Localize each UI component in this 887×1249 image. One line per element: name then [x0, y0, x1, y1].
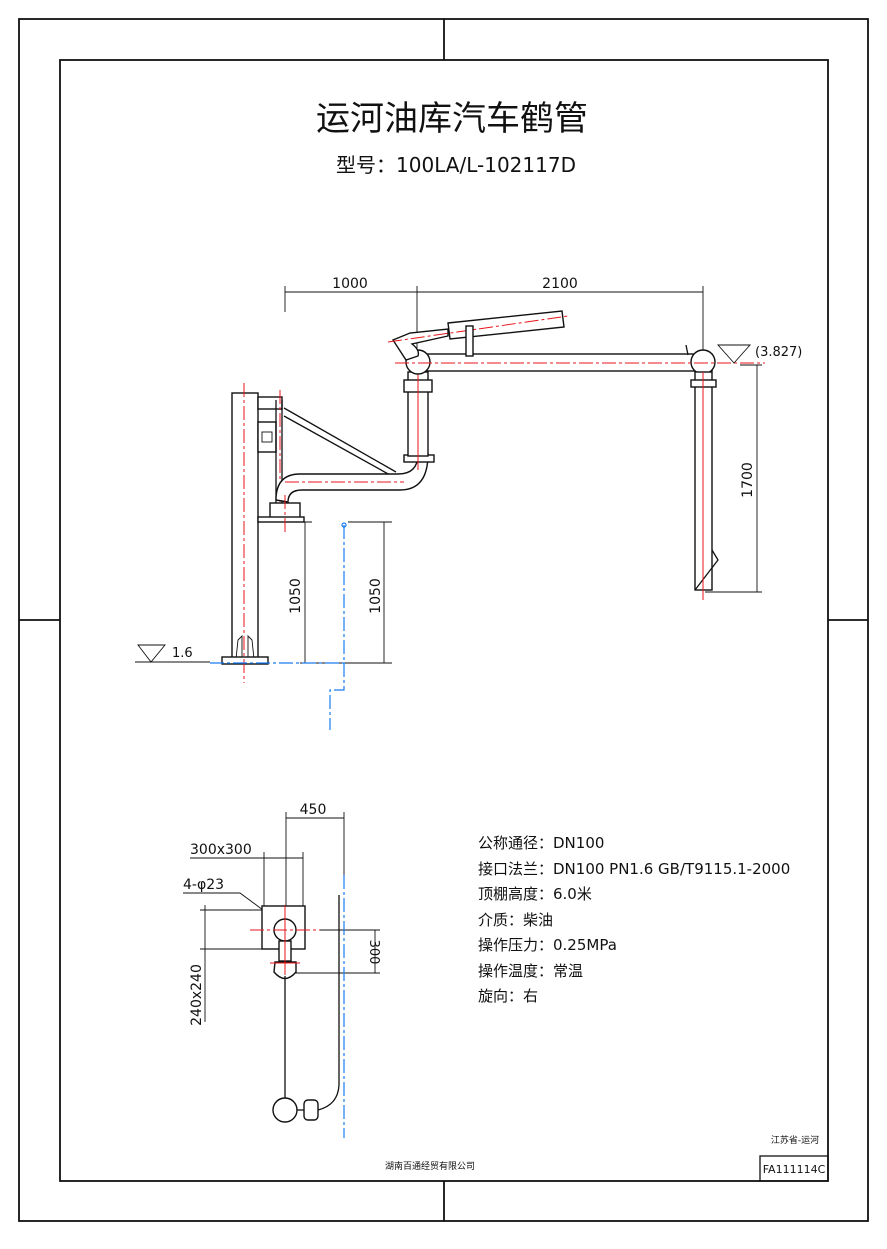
spec-item: 接口法兰：DN100 PN1.6 GB/T9115.1-2000: [478, 860, 790, 878]
drawing-number: FA111114C: [763, 1163, 826, 1176]
dim-1700: 1700: [740, 462, 756, 498]
drawing-number-box: [759, 1155, 829, 1182]
dim-450: 450: [300, 802, 327, 818]
level-marker-icon: [716, 344, 752, 364]
location: 江苏省-运河: [771, 1134, 819, 1146]
outer-border: [18, 18, 869, 1222]
dim-300x300: 300x300: [190, 842, 252, 858]
dim-1000: 1000: [332, 276, 368, 292]
spec-list: 公称通径：DN100 接口法兰：DN100 PN1.6 GB/T9115.1-2…: [478, 834, 790, 1005]
ground-level-icon: [137, 644, 166, 663]
vehicle-reference-line: [329, 525, 345, 730]
hole-note: 4-φ23: [183, 877, 224, 893]
dim-2100: 2100: [542, 276, 578, 292]
inner-border: [59, 59, 829, 1182]
spec-item: 介质：柴油: [478, 911, 553, 929]
company-name: 湖南百通经贸有限公司: [385, 1160, 475, 1172]
model-number: 型号：100LA/L-102117D: [336, 153, 576, 177]
spec-item: 顶棚高度：6.0米: [478, 885, 592, 903]
center-marks: [19, 19, 868, 1221]
drawing-title: 运河油库汽车鹤管: [316, 99, 588, 139]
swivel-joint-icon: [272, 1097, 298, 1123]
spec-item: 公称通径：DN100: [478, 834, 604, 852]
support-column: [231, 392, 259, 660]
dim-1050-left: 1050: [288, 578, 304, 614]
spec-item: 操作压力：0.25MPa: [478, 936, 617, 954]
spec-item: 操作温度：常温: [478, 962, 583, 980]
plan-view: 450 300x300 4-φ23 240x240 300: [183, 802, 381, 1138]
elevation-view: 1000 2100: [135, 276, 802, 730]
dim-1050-right: 1050: [368, 578, 384, 614]
top-level: (3.827): [755, 345, 802, 360]
dim-300: 300: [366, 940, 381, 965]
dim-240x240: 240x240: [189, 964, 205, 1026]
spec-item: 旋向：右: [478, 987, 538, 1005]
ground-level: 1.6: [172, 646, 193, 661]
